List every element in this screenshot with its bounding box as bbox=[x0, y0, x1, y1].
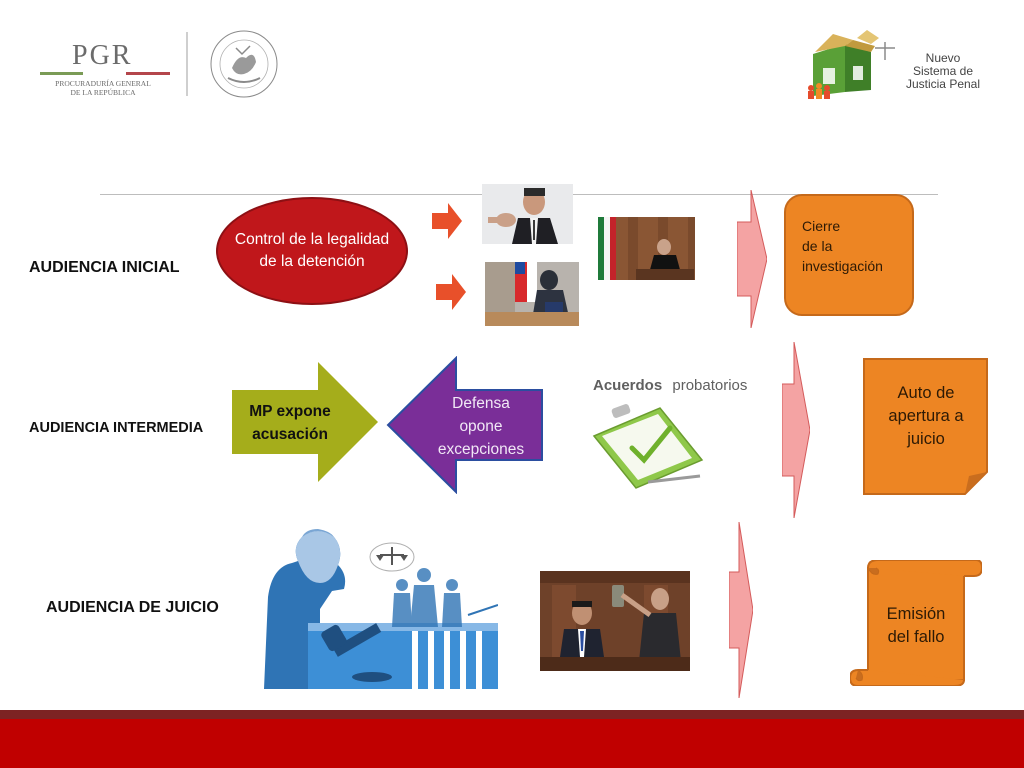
result-auto-apertura: Auto de apertura a juicio bbox=[866, 382, 986, 451]
defensa-line-3: excepciones bbox=[437, 441, 525, 458]
mp-line-1: MP expone bbox=[249, 403, 331, 420]
photo-pointing-man bbox=[482, 184, 573, 244]
pgr-logo-title: PGR bbox=[72, 40, 133, 71]
pgr-logo: PGR PROCURADURÍA GENERAL DE LA REPÚBLICA bbox=[38, 38, 178, 98]
mp-expone-arrow-shape bbox=[232, 362, 378, 482]
label-audiencia-intermedia: AUDIENCIA INTERMEDIA bbox=[29, 420, 204, 436]
acuerdos-rest: probatorios bbox=[672, 377, 748, 394]
label-audiencia-inicial: AUDIENCIA INICIAL bbox=[29, 259, 180, 276]
pink-arrow-icon bbox=[737, 190, 767, 328]
nsjp-line-1: Nuevo bbox=[925, 51, 961, 65]
justice-illustration bbox=[264, 529, 498, 689]
auto-line-3: juicio bbox=[907, 430, 945, 448]
pgr-logo-subtitle-1: PROCURADURÍA GENERAL bbox=[55, 79, 151, 88]
pink-arrow-icon bbox=[782, 342, 810, 518]
photo-arrest-scene bbox=[485, 262, 579, 326]
emision-scroll-shape bbox=[850, 560, 982, 686]
label-audiencia-juicio: AUDIENCIA DE JUICIO bbox=[46, 599, 219, 616]
photo-trial-evidence bbox=[540, 571, 690, 671]
defensa-arrow-shape bbox=[386, 356, 543, 494]
defensa-line-1: Defensa bbox=[452, 395, 510, 412]
cierre-line-1: Cierre bbox=[802, 218, 841, 234]
cierre-line-2: de la bbox=[802, 238, 833, 254]
control-legalidad-oval: Control de la legalidad de la detención bbox=[216, 197, 408, 305]
red-arrow-icon bbox=[432, 203, 462, 239]
photo-judge-courtroom bbox=[598, 217, 695, 280]
pink-arrow-icon bbox=[729, 522, 753, 698]
auto-apertura-shape bbox=[863, 358, 988, 495]
footer-dark-stripe bbox=[0, 710, 1024, 719]
result-emision-fallo: Emisión del fallo bbox=[868, 603, 964, 649]
mp-line-2: acusación bbox=[252, 426, 328, 443]
nsjp-logo-text: Nuevo Sistema de Justicia Penal bbox=[893, 52, 993, 91]
acuerdos-probatorios-label: Acuerdos probatorios bbox=[593, 377, 747, 394]
clipboard-check-icon bbox=[592, 404, 704, 489]
result-cierre-investigacion: Cierre de la investigación bbox=[784, 194, 914, 316]
auto-line-1: Auto de bbox=[897, 384, 955, 402]
nsjp-logo-icon bbox=[808, 30, 895, 99]
nsjp-line-3: Justicia Penal bbox=[905, 77, 981, 91]
footer-red-band bbox=[0, 719, 1024, 768]
mexican-seal-icon bbox=[210, 30, 278, 98]
auto-line-2: apertura a bbox=[888, 407, 964, 425]
cierre-line-3: investigación bbox=[802, 258, 883, 274]
defensa-line-2: opone bbox=[459, 418, 503, 435]
pgr-logo-stripe bbox=[40, 72, 170, 75]
pgr-logo-subtitle-2: DE LA REPÚBLICA bbox=[70, 88, 136, 97]
defensa-label: Defensa opone excepciones bbox=[426, 392, 536, 461]
nsjp-line-2: Sistema de bbox=[912, 64, 974, 78]
acuerdos-bold: Acuerdos bbox=[593, 377, 663, 394]
mp-expone-label: MP expone acusación bbox=[236, 400, 344, 446]
red-arrow-icon bbox=[436, 274, 466, 310]
emision-line-2: del fallo bbox=[887, 628, 945, 646]
emision-line-1: Emisión bbox=[886, 605, 946, 623]
header-divider bbox=[186, 32, 188, 96]
